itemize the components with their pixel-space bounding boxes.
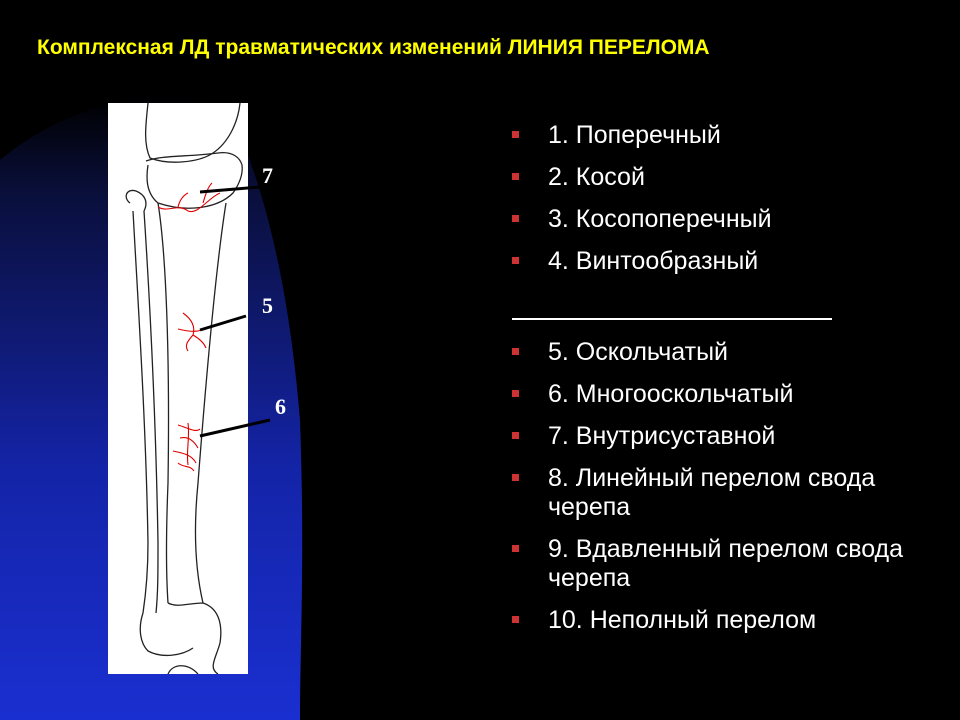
label-6: 6 <box>275 394 286 419</box>
list-item: 1. Поперечный <box>512 121 952 150</box>
bullet-square-icon <box>512 616 519 623</box>
bullet-square-icon <box>512 131 519 138</box>
bullet-square-icon <box>512 348 519 355</box>
tibia-fracture-illustration <box>108 103 248 674</box>
list-item: 7. Внутрисуставной <box>512 422 952 451</box>
bullet-square-icon <box>512 173 519 180</box>
list-item: 5. Оскольчатый <box>512 338 952 367</box>
fracture-types-list: 1. Поперечный 2. Косой 3. Косопоперечный… <box>512 121 952 648</box>
list-item: 3. Косопоперечный <box>512 205 952 234</box>
bullet-square-icon <box>512 215 519 222</box>
label-7: 7 <box>262 163 273 188</box>
bullet-square-icon <box>512 545 519 552</box>
list-item: 2. Косой <box>512 163 952 192</box>
slide-title: Комплексная ЛД травматических изменений … <box>37 36 710 59</box>
list-divider <box>512 318 832 320</box>
bullet-square-icon <box>512 390 519 397</box>
list-item: 10. Неполный перелом <box>512 606 952 635</box>
bullet-square-icon <box>512 432 519 439</box>
bullet-square-icon <box>512 257 519 264</box>
bullet-square-icon <box>512 474 519 481</box>
label-5: 5 <box>262 293 273 318</box>
list-item: 8. Линейный перелом свода черепа <box>512 464 888 522</box>
list-item: 6. Многооскольчатый <box>512 380 952 409</box>
list-item: 9. Вдавленный перелом свода черепа <box>512 535 923 593</box>
list-item: 4. Винтообразный <box>512 247 952 276</box>
